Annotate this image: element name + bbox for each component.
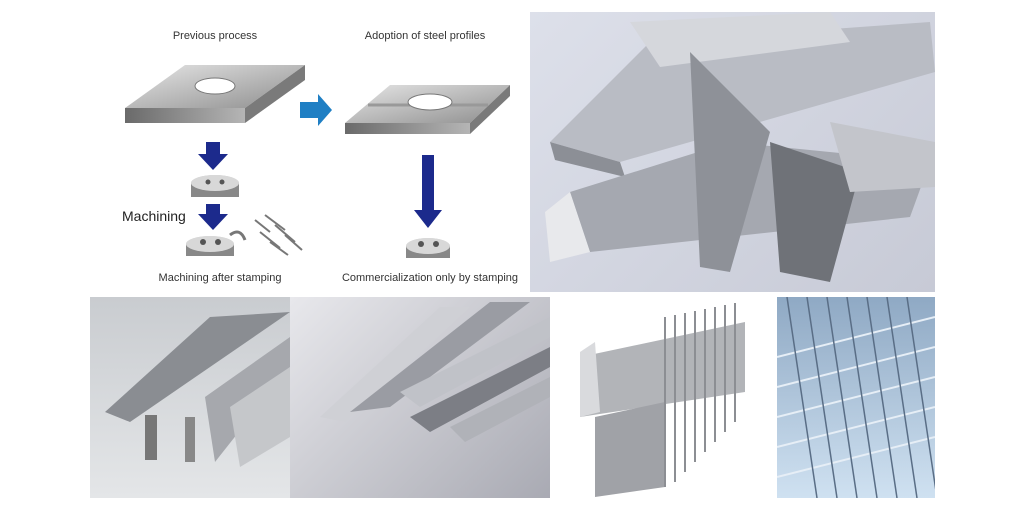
down-arrow-icon — [198, 204, 228, 230]
adoption-title: Adoption of steel profiles — [364, 30, 486, 42]
transition-arrow-icon — [300, 94, 332, 126]
steel-profiles-photo-large — [530, 12, 935, 292]
steel-strips-photo — [290, 297, 550, 498]
serrated-profiles-photo — [90, 297, 290, 498]
previous-caption: Machining after stamping — [158, 272, 282, 284]
down-arrow-icon — [198, 142, 228, 170]
comb-profile-photo — [555, 297, 775, 498]
machining-label: Machining — [122, 208, 186, 224]
process-illustration — [125, 65, 510, 258]
plate-previous — [125, 65, 305, 123]
steel-grating-photo — [777, 297, 935, 498]
chips-illustration — [254, 214, 303, 256]
plate-profile — [345, 85, 510, 134]
adoption-caption: Commercialization only by stamping — [341, 272, 519, 284]
process-diagram: Previous process Adoption of steel profi… — [110, 20, 530, 295]
previous-process-title: Previous process — [172, 30, 258, 42]
down-arrow-icon — [414, 155, 442, 228]
